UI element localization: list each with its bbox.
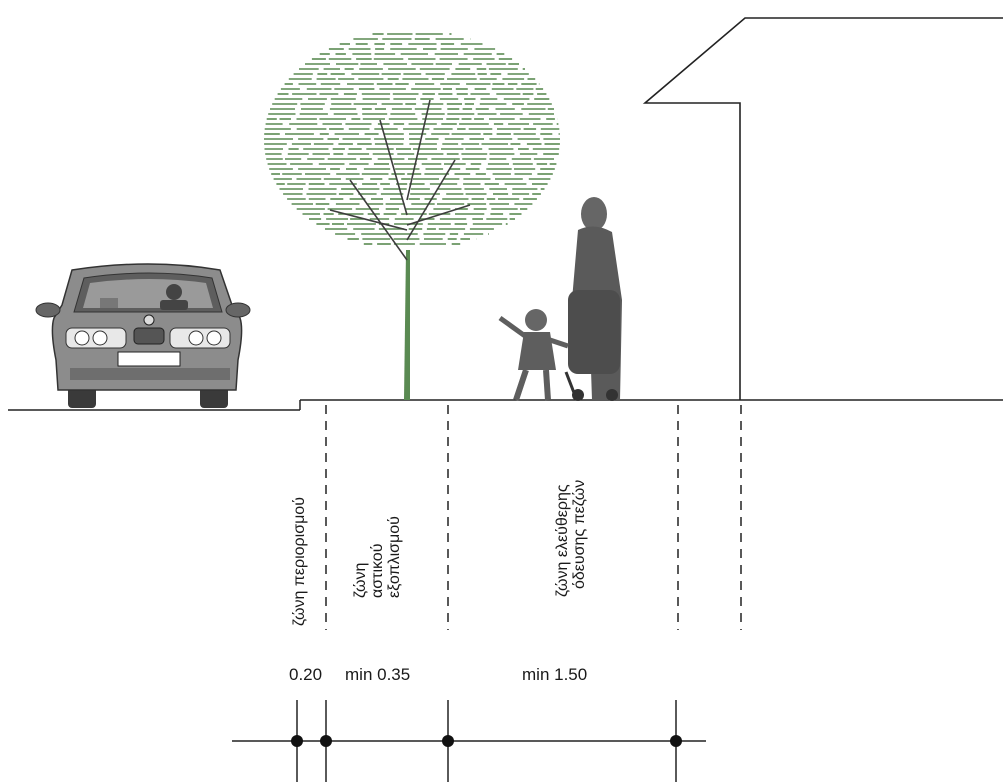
zone-label-line: εξοπλισμού <box>386 516 403 598</box>
zone-boundaries <box>325 405 742 630</box>
pedestrian-icon <box>498 197 622 401</box>
tree-icon <box>262 28 562 400</box>
dimension-label: 0.20 <box>289 665 323 684</box>
dimension-label: min 0.35 <box>345 665 411 684</box>
zone-label-line: αστικού <box>369 543 386 598</box>
dimension-label: min 1.50 <box>522 665 588 684</box>
building-icon <box>642 17 1003 400</box>
zone-label-line: όδευσης πεζών <box>571 479 588 589</box>
zone-label-free-walkway: ζώνη ελεύθερης όδευσης πεζών <box>554 480 588 597</box>
car-icon <box>35 263 251 408</box>
zone-label-line: ζώνη <box>352 562 369 598</box>
zone-label-restriction: ζώνη περιορισμού <box>291 497 308 626</box>
dimension-line <box>232 700 706 782</box>
zone-label-urban-equipment: ζώνη αστικού εξοπλισμού <box>352 516 403 598</box>
zone-label-line: ζώνη ελεύθερης <box>554 484 571 597</box>
zone-label-line: ζώνη περιορισμού <box>291 497 308 626</box>
